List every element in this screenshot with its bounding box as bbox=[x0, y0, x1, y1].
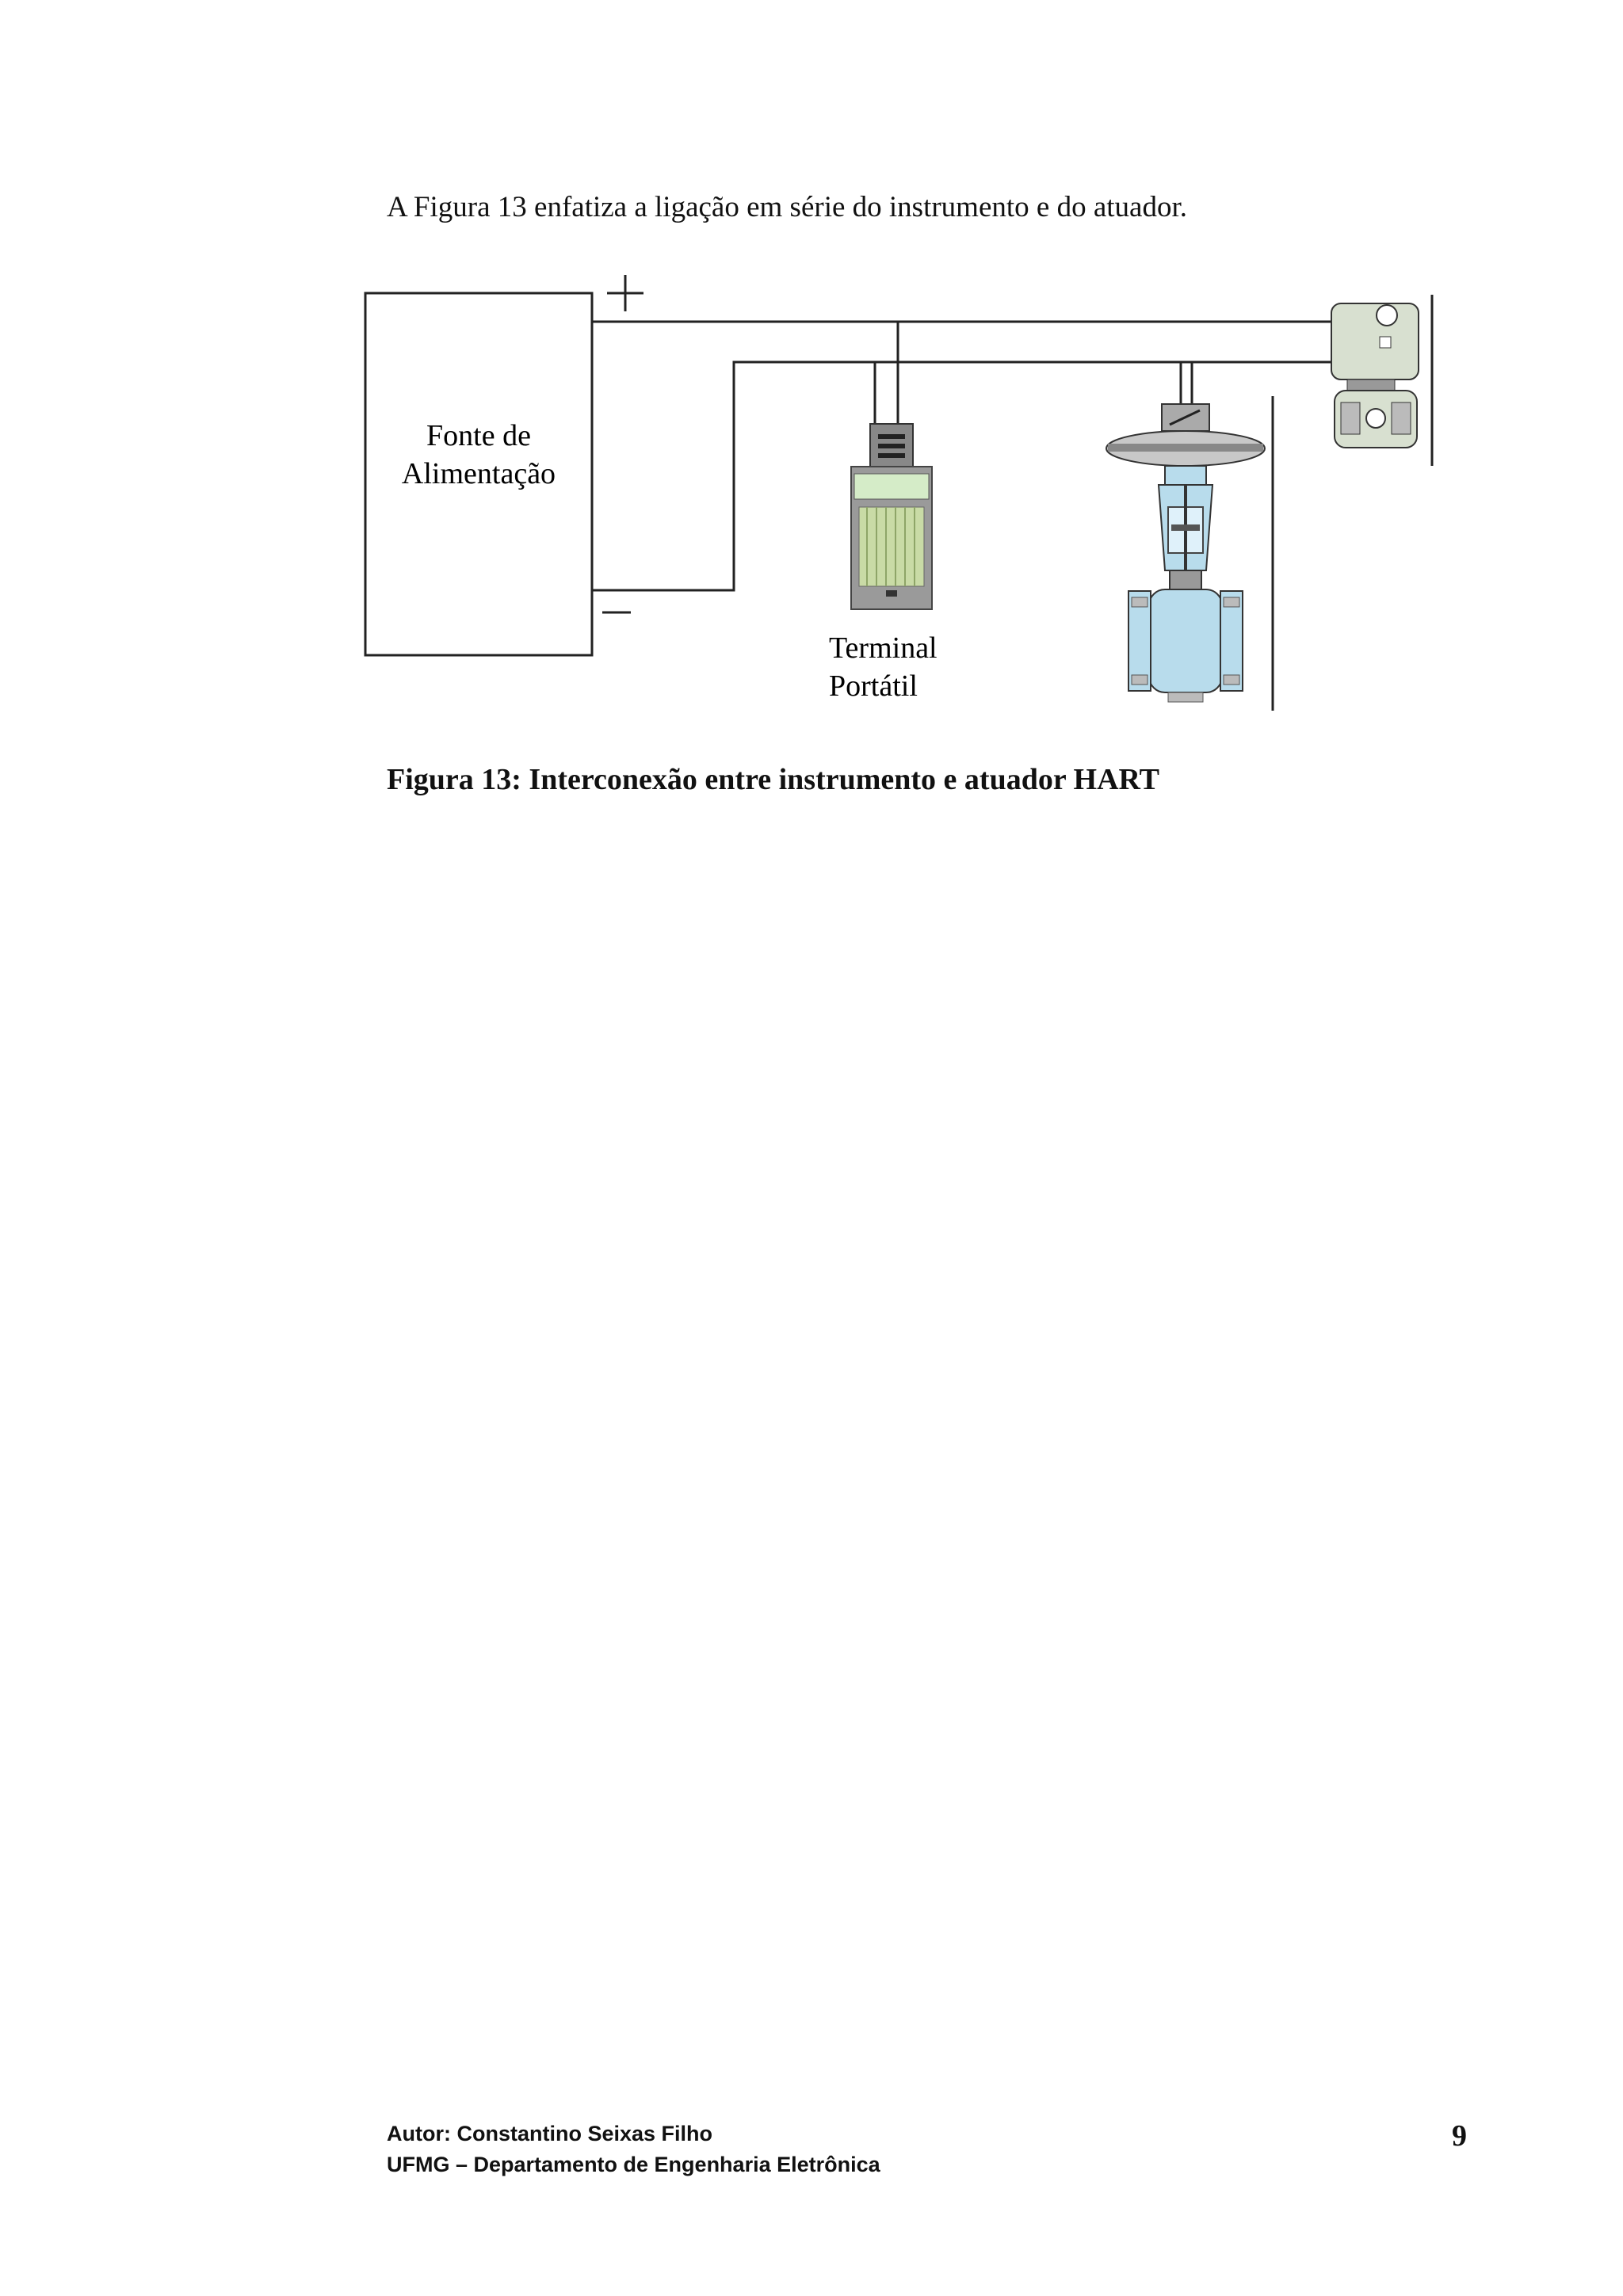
footer-department: UFMG – Departamento de Engenharia Eletrô… bbox=[387, 2153, 880, 2176]
power-supply-label-line2: Alimentação bbox=[402, 457, 556, 490]
pressure-transmitter-icon bbox=[1331, 303, 1419, 448]
figure-caption: Figura 13: Interconexão entre instrument… bbox=[387, 763, 1159, 796]
terminal-label-line2: Portátil bbox=[829, 669, 918, 703]
control-valve-actuator-icon bbox=[1106, 403, 1266, 703]
footer-author: Autor: Constantino Seixas Filho bbox=[387, 2122, 713, 2145]
plus-sign-icon bbox=[607, 275, 643, 311]
terminal-label-line1: Terminal bbox=[829, 631, 938, 665]
hart-interconnection-figure: Fonte de Alimentação Te bbox=[364, 275, 1434, 711]
intro-paragraph: A Figura 13 enfatiza a ligação em série … bbox=[387, 191, 1187, 223]
wiring bbox=[592, 320, 1331, 592]
power-supply-label-line1: Fonte de bbox=[426, 419, 531, 452]
handheld-terminal-icon bbox=[850, 423, 933, 610]
page-number: 9 bbox=[1452, 2119, 1467, 2153]
power-supply-box bbox=[364, 292, 594, 657]
